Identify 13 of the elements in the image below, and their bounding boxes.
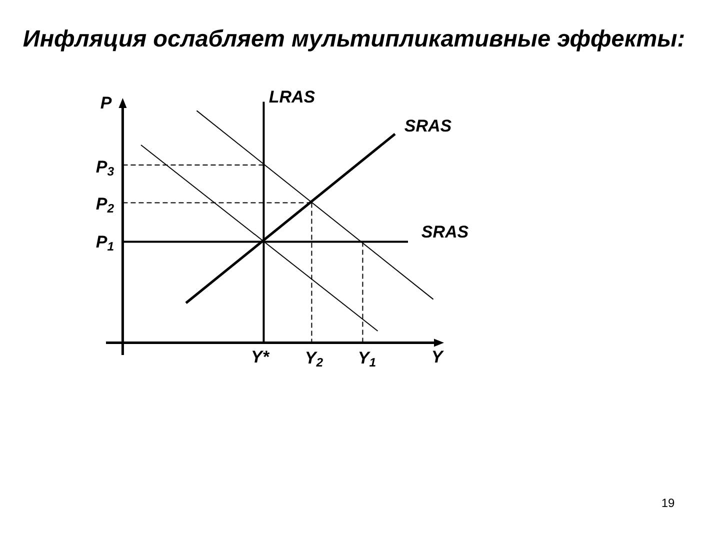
- curve-label: LRAS: [268, 88, 316, 106]
- tick-label: Y$_{1}$: [358, 350, 376, 366]
- tick-label: Y*: [251, 348, 269, 366]
- curve-label: SRAS: [404, 118, 452, 134]
- tick-label: P$_{2}$: [96, 196, 114, 212]
- page-number: 19: [661, 497, 675, 509]
- title: Инфляция ослабляет мультипликативные эффекты:: [22, 27, 686, 51]
- tick-label: Y$_{2}$: [304, 350, 324, 366]
- tick-label: P$_{1}$: [96, 234, 114, 250]
- axis-label: Y: [431, 348, 443, 366]
- curve-label: SRAS: [421, 224, 469, 240]
- tick-label: P$_{3}$: [96, 158, 114, 176]
- axis-label: P: [100, 94, 112, 112]
